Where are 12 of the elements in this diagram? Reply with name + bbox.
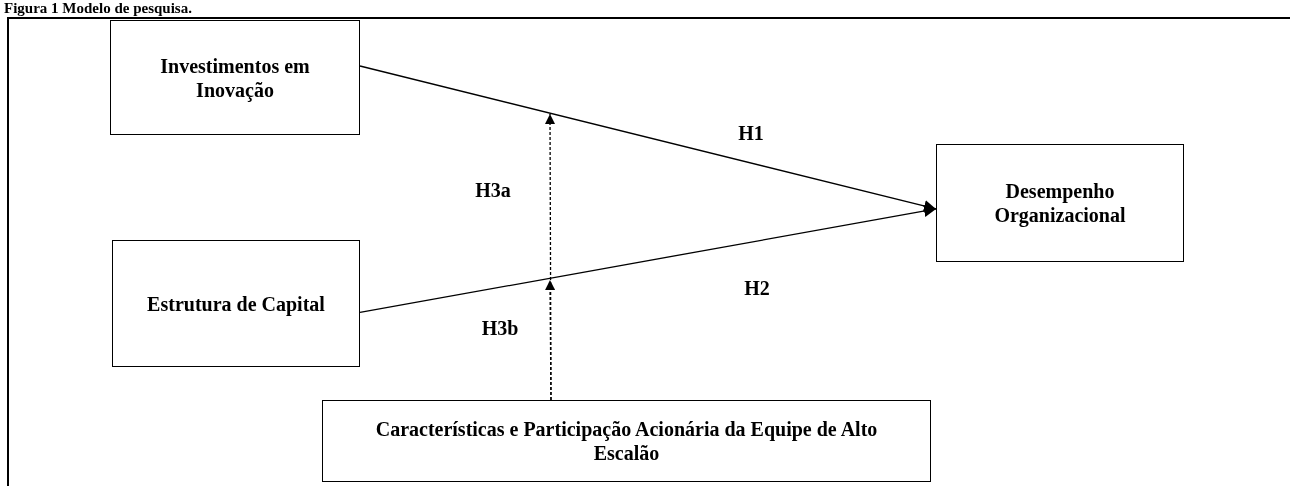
construct-box (936, 144, 1184, 262)
construct-name: Características e Participação Acionária da Equipe de Alto Escalão (374, 417, 879, 465)
construct-name: Investimentos em Inovação (159, 53, 311, 102)
figure-title: Figura 1 Modelo de pesquisa. (4, 0, 192, 17)
arrow (359, 65, 937, 212)
construct-name: Desempenho Organizacional (993, 179, 1127, 227)
construct-name: Estrutura de Capital (146, 291, 326, 316)
construct-box (322, 400, 931, 482)
arrow (359, 205, 937, 314)
construct-box (112, 240, 360, 367)
dashed-arrow (545, 279, 556, 401)
construct-box (110, 20, 360, 135)
